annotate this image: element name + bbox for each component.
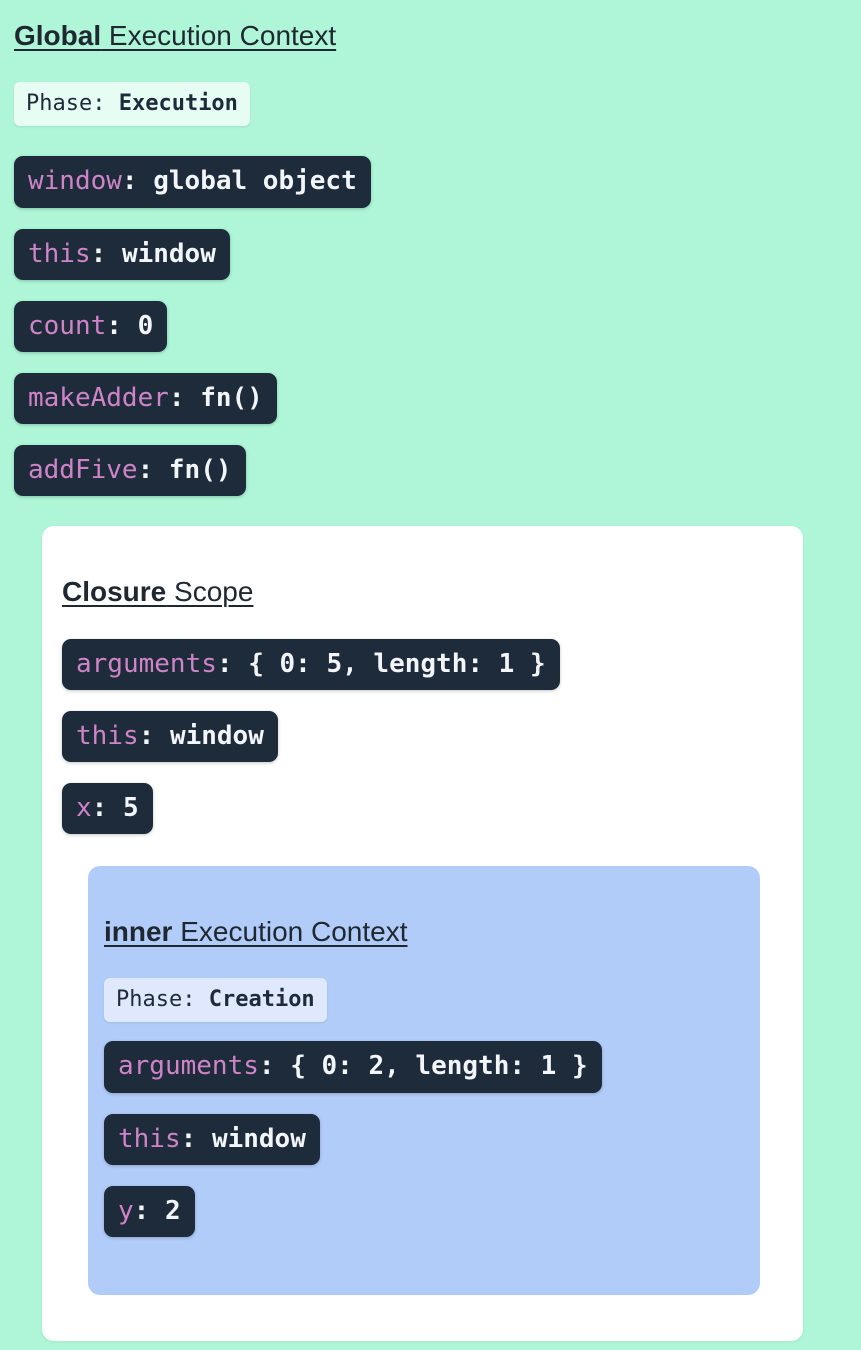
global-context-title-rest: Execution Context <box>101 20 337 51</box>
inner-execution-context-card: inner Execution Context Phase: Creation … <box>88 866 760 1295</box>
variable-badge-count: count: 0 <box>14 300 168 352</box>
inner-context-title-bold: inner <box>104 916 173 948</box>
colon-separator: : <box>90 238 122 269</box>
closure-scope-title-rest: Scope <box>166 576 254 608</box>
colon-separator: : <box>137 455 169 486</box>
variable-key: addFive <box>28 455 138 486</box>
inner-context-title: inner Execution Context <box>104 916 744 948</box>
global-context-title-bold: Global <box>14 20 102 51</box>
variable-value: 0 <box>137 310 154 341</box>
variable-badge-window: window: global object <box>14 156 371 208</box>
colon-separator: : <box>121 166 154 197</box>
global-execution-context: Global Execution Context Phase: Executio… <box>14 20 825 1341</box>
colon-separator: : <box>180 1123 212 1154</box>
colon-separator: : <box>258 1051 291 1082</box>
variable-key: x <box>76 792 92 823</box>
colon-separator: : <box>133 1195 165 1226</box>
inner-phase-badge: Phase: Creation <box>104 978 327 1023</box>
colon-separator: : <box>168 382 201 413</box>
phase-value: Creation <box>208 987 315 1013</box>
variable-value: fn() <box>168 455 232 486</box>
variable-value: fn() <box>200 382 263 413</box>
variable-badge-addFive: addFive: fn() <box>14 445 246 497</box>
closure-scope-title: Closure Scope <box>62 576 783 608</box>
variable-key: this <box>28 238 91 269</box>
global-context-title: Global Execution Context <box>14 20 825 52</box>
phase-label: Phase: <box>26 91 119 117</box>
colon-separator: : <box>138 720 170 751</box>
inner-context-title-rest: Execution Context <box>172 916 408 948</box>
variable-badge-arguments: arguments: { 0: 2, length: 1 } <box>104 1041 602 1093</box>
variable-value: 2 <box>164 1195 181 1226</box>
colon-separator: : <box>106 310 138 341</box>
variable-key: y <box>118 1195 134 1226</box>
variable-badge-makeAdder: makeAdder: fn() <box>14 372 277 425</box>
variable-badge-y: y: 2 <box>104 1185 195 1237</box>
phase-label: Phase: <box>116 987 209 1013</box>
variable-key: count <box>28 310 107 341</box>
variable-key: makeAdder <box>28 382 169 413</box>
variable-badge-arguments: arguments: { 0: 5, length: 1 } <box>62 638 560 690</box>
variable-badge-this: this: window <box>14 228 230 280</box>
colon-separator: : <box>216 648 249 679</box>
variable-badge-this: this: window <box>104 1113 320 1165</box>
variable-key: this <box>76 720 139 751</box>
variable-value: window <box>121 238 216 269</box>
variable-badge-x: x: 5 <box>62 782 153 835</box>
closure-scope-card: Closure Scope arguments: { 0: 5, length:… <box>42 526 803 1341</box>
closure-scope-title-bold: Closure <box>62 576 167 608</box>
variable-key: window <box>28 166 122 197</box>
variable-value: { 0: 2, length: 1 } <box>290 1051 588 1082</box>
phase-value: Execution <box>118 91 238 117</box>
variable-key: arguments <box>76 648 217 679</box>
variable-badge-this: this: window <box>62 710 278 762</box>
colon-separator: : <box>91 792 123 823</box>
variable-key: arguments <box>118 1051 259 1082</box>
variable-value: global object <box>153 166 357 197</box>
variable-value: window <box>169 720 264 751</box>
global-phase-badge: Phase: Execution <box>14 82 250 127</box>
variable-value: window <box>211 1123 306 1154</box>
variable-key: this <box>118 1123 181 1154</box>
variable-value: { 0: 5, length: 1 } <box>248 648 546 679</box>
variable-value: 5 <box>122 792 139 823</box>
